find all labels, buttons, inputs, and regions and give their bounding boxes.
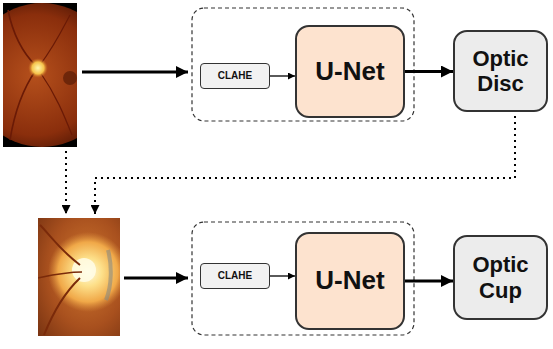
output-box: Optic Disc [453, 30, 548, 112]
preprocess-box: CLAHE [200, 63, 270, 89]
flow-arrow [270, 275, 295, 276]
node-label: U-Net [315, 57, 384, 87]
flow-arrow [270, 75, 295, 76]
input-arrow [82, 71, 188, 74]
output-box: Optic Cup [453, 235, 548, 320]
dotted-leader [95, 116, 515, 214]
network-box: U-Net [295, 232, 405, 330]
disc-crop-image [38, 218, 120, 336]
dashed-frame [192, 8, 414, 121]
network-box: U-Net [295, 25, 405, 118]
dotted-leader [65, 151, 67, 214]
input-arrow [124, 277, 188, 280]
node-label: CLAHE [218, 70, 252, 82]
dashed-frame [192, 222, 414, 335]
node-label: CLAHE [218, 270, 252, 282]
preprocess-box: CLAHE [200, 263, 270, 289]
flow-arrow [405, 280, 453, 283]
node-label: U-Net [315, 266, 384, 296]
node-label: Optic Cup [461, 252, 540, 303]
flow-arrow [405, 70, 453, 73]
node-label: Optic Disc [461, 46, 540, 97]
fundus-image [3, 3, 77, 147]
